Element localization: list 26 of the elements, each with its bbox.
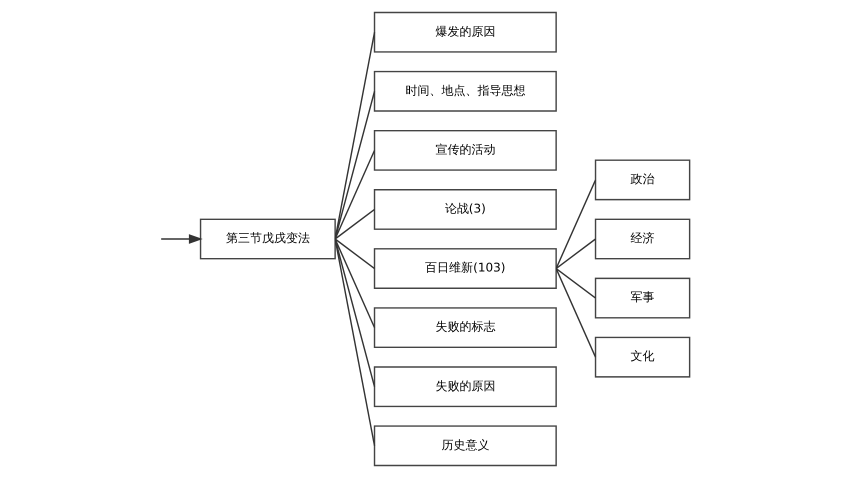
connector [556, 238, 596, 270]
node-box: 失败的标志 [374, 307, 557, 348]
node-box: 失败的原因 [374, 366, 557, 408]
node-box: 政治 [594, 160, 690, 200]
connector [334, 32, 376, 240]
node-box: 论战(3) [374, 189, 557, 230]
node-box: 经济 [594, 218, 690, 260]
node-box: 军事 [594, 278, 690, 318]
node-box: 宣传的活动 [374, 130, 557, 171]
connector [334, 238, 376, 446]
connector [556, 268, 596, 299]
node-box: 文化 [594, 336, 690, 378]
arrow [161, 234, 203, 244]
connector [556, 268, 596, 358]
node-box: 爆发的原因 [374, 12, 557, 53]
connector [334, 238, 375, 270]
node-box: 时间、地点、指导思想 [374, 70, 557, 112]
connector [334, 150, 376, 240]
connector [556, 180, 596, 269]
node-box: 历史意义 [374, 425, 557, 466]
connector [334, 238, 376, 387]
connector [334, 208, 375, 240]
connector [334, 91, 376, 240]
connector [334, 238, 376, 328]
node-box: 百日维新(103) [374, 248, 557, 289]
node-box: 第三节戊戌变法 [200, 218, 336, 260]
